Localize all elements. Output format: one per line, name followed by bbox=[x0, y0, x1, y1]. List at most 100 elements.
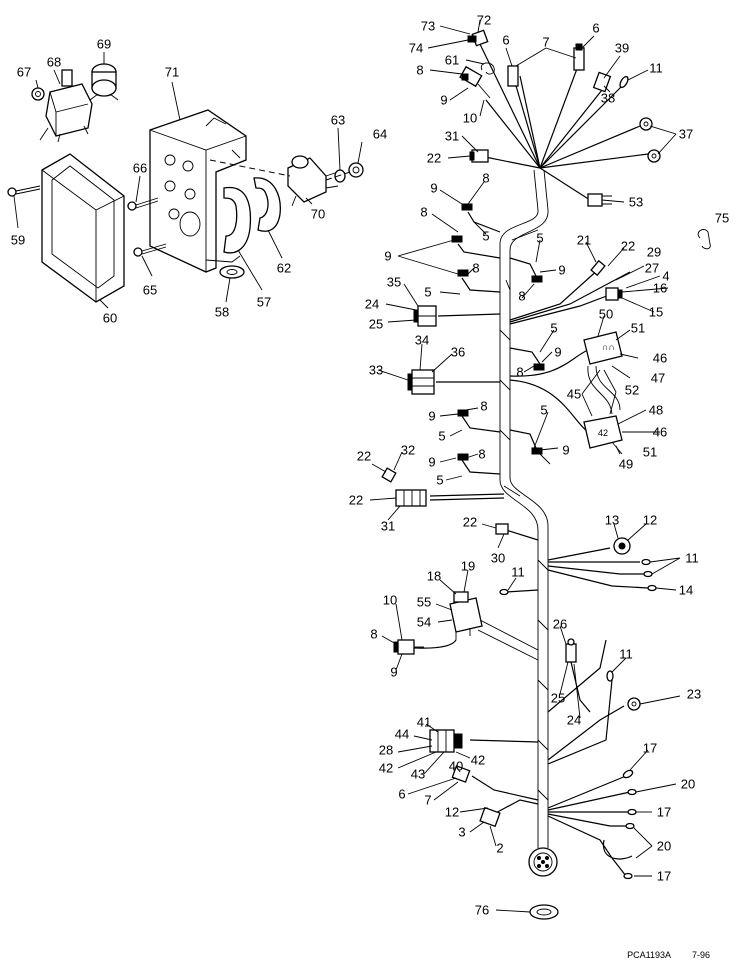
screw-66-part bbox=[127, 197, 159, 211]
callout-label: 9 bbox=[384, 249, 391, 264]
nut-64-part bbox=[348, 162, 364, 178]
grommet-58-part bbox=[219, 265, 245, 279]
callout-label: 8 bbox=[516, 365, 523, 380]
callout-label: 16 bbox=[653, 281, 667, 296]
callout-label: 10 bbox=[463, 111, 477, 126]
callout-label: 29 bbox=[647, 245, 661, 260]
callout-label: 22 bbox=[427, 151, 441, 166]
main-harness: ∩∩ 42 bbox=[381, 29, 711, 920]
callout-label: 45 bbox=[567, 387, 581, 402]
connector-16-15-part bbox=[605, 287, 623, 301]
callout-label: 25 bbox=[551, 691, 565, 706]
terminal-11b-part bbox=[641, 558, 651, 566]
callout-label: 14 bbox=[679, 583, 693, 598]
leader-lines bbox=[13, 19, 681, 913]
callout-label: 50 bbox=[599, 307, 613, 322]
callout-label: 5 bbox=[536, 231, 543, 246]
callout-label: 46 bbox=[653, 351, 667, 366]
connector-53-part bbox=[587, 193, 612, 207]
callout-label: 74 bbox=[409, 41, 423, 56]
terminal-20b-part bbox=[625, 822, 635, 830]
callout-label: 44 bbox=[395, 727, 409, 742]
callout-label: 4 bbox=[662, 269, 669, 284]
callout-label: 51 bbox=[643, 445, 657, 460]
callout-label: 38 bbox=[601, 91, 615, 106]
callout-label: 6 bbox=[592, 21, 599, 36]
callout-label: 60 bbox=[103, 311, 117, 326]
connector-8-9-top-part bbox=[459, 65, 491, 99]
bullet-connector-c-part bbox=[457, 269, 501, 293]
callout-label: 8 bbox=[478, 447, 485, 462]
callout-label: 41 bbox=[417, 715, 431, 730]
bullet-connector-g-part bbox=[509, 347, 545, 371]
bullet-connector-d-part bbox=[457, 409, 501, 433]
terminal-11d-part bbox=[499, 588, 509, 596]
callout-label: 28 bbox=[379, 743, 393, 758]
callout-label: 64 bbox=[373, 127, 387, 142]
callout-label: 5 bbox=[540, 403, 547, 418]
terminal-14-part bbox=[647, 584, 657, 592]
grommet-13-12-part bbox=[613, 537, 631, 555]
terminal-17c-part bbox=[623, 872, 633, 880]
callout-label: 5 bbox=[550, 321, 557, 336]
callout-label: 13 bbox=[605, 513, 619, 528]
callout-label: 69 bbox=[97, 37, 111, 52]
screw-59-part bbox=[7, 185, 41, 197]
svg-text:42: 42 bbox=[598, 428, 608, 438]
callout-label: 22 bbox=[357, 449, 371, 464]
connector-22-30-part bbox=[495, 523, 509, 535]
connector-6a-part bbox=[507, 65, 519, 87]
callout-label: 27 bbox=[645, 261, 659, 276]
figure-code: PCA1193A bbox=[627, 950, 671, 960]
callout-label: 22 bbox=[463, 515, 477, 530]
callout-label: 8 bbox=[518, 289, 525, 304]
connector-33-34-part bbox=[407, 369, 435, 395]
callout-label: 39 bbox=[615, 41, 629, 56]
terminal-11a-part bbox=[619, 75, 629, 89]
callout-label: 7 bbox=[424, 793, 431, 808]
main-connector-plug-part bbox=[528, 820, 558, 877]
callout-labels: 73 72 74 6 61 7 6 39 8 11 38 9 10 37 31 … bbox=[11, 13, 729, 918]
callout-label: 9 bbox=[428, 455, 435, 470]
connector-24-25-part bbox=[413, 305, 437, 327]
callout-label: 43 bbox=[411, 767, 425, 782]
connector-22-31-top-part bbox=[469, 149, 489, 163]
callout-label: 9 bbox=[440, 93, 447, 108]
callout-label: 42 bbox=[379, 761, 393, 776]
clamp-57-part bbox=[223, 186, 252, 254]
callout-label: 76 bbox=[475, 903, 489, 918]
callout-label: 36 bbox=[451, 345, 465, 360]
callout-label: 20 bbox=[681, 777, 695, 792]
callout-label: 5 bbox=[424, 285, 431, 300]
callout-label: 3 bbox=[458, 825, 465, 840]
connector-74-part bbox=[467, 35, 477, 43]
callout-label: 54 bbox=[417, 615, 431, 630]
callout-label: 70 bbox=[311, 207, 325, 222]
callout-label: 5 bbox=[482, 229, 489, 244]
terminal-11c-part bbox=[643, 570, 653, 578]
callout-label: 17 bbox=[643, 741, 657, 756]
bracket-71-part bbox=[149, 109, 247, 273]
callout-label: 47 bbox=[651, 371, 665, 386]
callout-label: 65 bbox=[143, 283, 157, 298]
connector-6b-part bbox=[573, 43, 585, 71]
callout-label: 8 bbox=[472, 261, 479, 276]
callout-label: 15 bbox=[649, 305, 663, 320]
clamp-76-part bbox=[529, 904, 559, 920]
bullet-connector-a-part bbox=[461, 203, 501, 233]
callout-label: 37 bbox=[679, 127, 693, 142]
module-top-part: ∩∩ bbox=[583, 331, 623, 365]
connector-26-part bbox=[565, 638, 577, 663]
housing-60-part bbox=[41, 153, 125, 303]
callout-label: 31 bbox=[445, 129, 459, 144]
connector-3-part bbox=[479, 806, 501, 828]
connector-6-7-lower-part bbox=[451, 765, 471, 783]
callout-label: 34 bbox=[415, 333, 429, 348]
callout-label: 9 bbox=[390, 665, 397, 680]
hook-61-part bbox=[480, 62, 495, 75]
callout-label: 19 bbox=[461, 559, 475, 574]
callout-label: 67 bbox=[17, 65, 31, 80]
connector-41-44-part bbox=[429, 729, 463, 753]
callout-label: 48 bbox=[649, 403, 663, 418]
